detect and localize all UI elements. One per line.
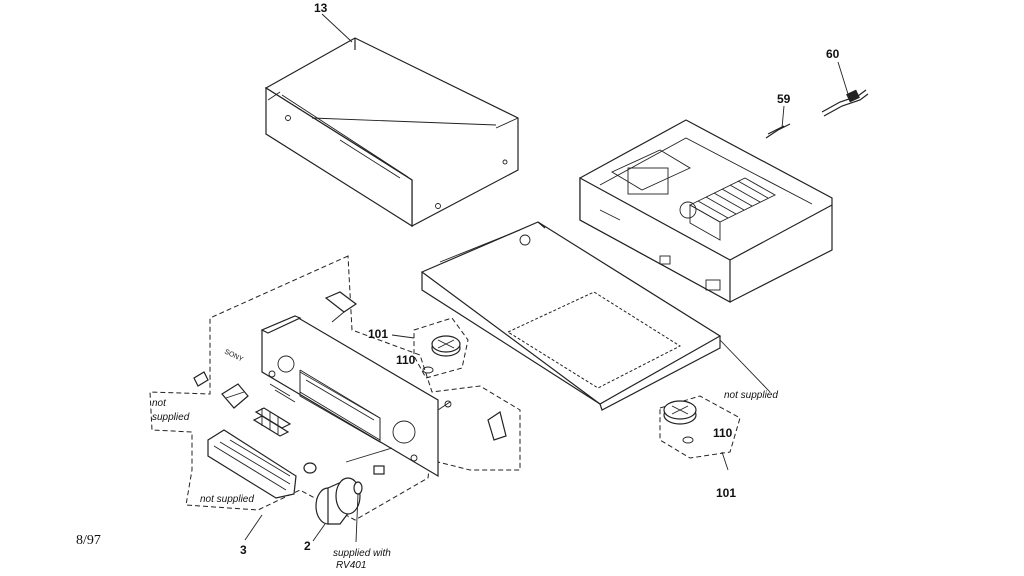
part-number-101-left: 101 — [368, 327, 388, 341]
part-number-101-right: 101 — [716, 486, 736, 500]
part-number-59: 59 — [777, 92, 791, 106]
brand-logo: SONY — [223, 349, 244, 364]
main-chassis — [579, 119, 833, 304]
part-number-110-left: 110 — [396, 353, 416, 367]
note-not-supplied-left-2: supplied — [152, 412, 190, 423]
date-code: 8/97 — [76, 533, 101, 548]
note-not-supplied-right: not supplied — [724, 390, 778, 401]
bottom-plate — [420, 221, 771, 411]
display-window — [207, 429, 297, 499]
front-panel-group: SONY — [149, 255, 521, 521]
top-cover — [264, 13, 519, 228]
volume-knob — [315, 477, 363, 543]
foot-left — [391, 317, 469, 379]
note-not-supplied-bottom: not supplied — [200, 494, 254, 505]
part-number-3: 3 — [240, 543, 247, 557]
part-number-60: 60 — [826, 47, 840, 61]
power-cord — [821, 61, 869, 117]
note-supplied-with-1: supplied with — [333, 548, 391, 559]
cord-clamp — [765, 105, 791, 139]
foot-right — [659, 395, 741, 471]
part-number-110-right: 110 — [713, 426, 733, 440]
note-supplied-with-2: RV401 — [336, 560, 366, 571]
heatsink — [689, 177, 776, 241]
part-number-13: 13 — [314, 1, 328, 15]
button-cluster — [252, 407, 292, 437]
note-not-supplied-left-1: not — [152, 398, 167, 409]
part-number-2: 2 — [304, 539, 311, 553]
